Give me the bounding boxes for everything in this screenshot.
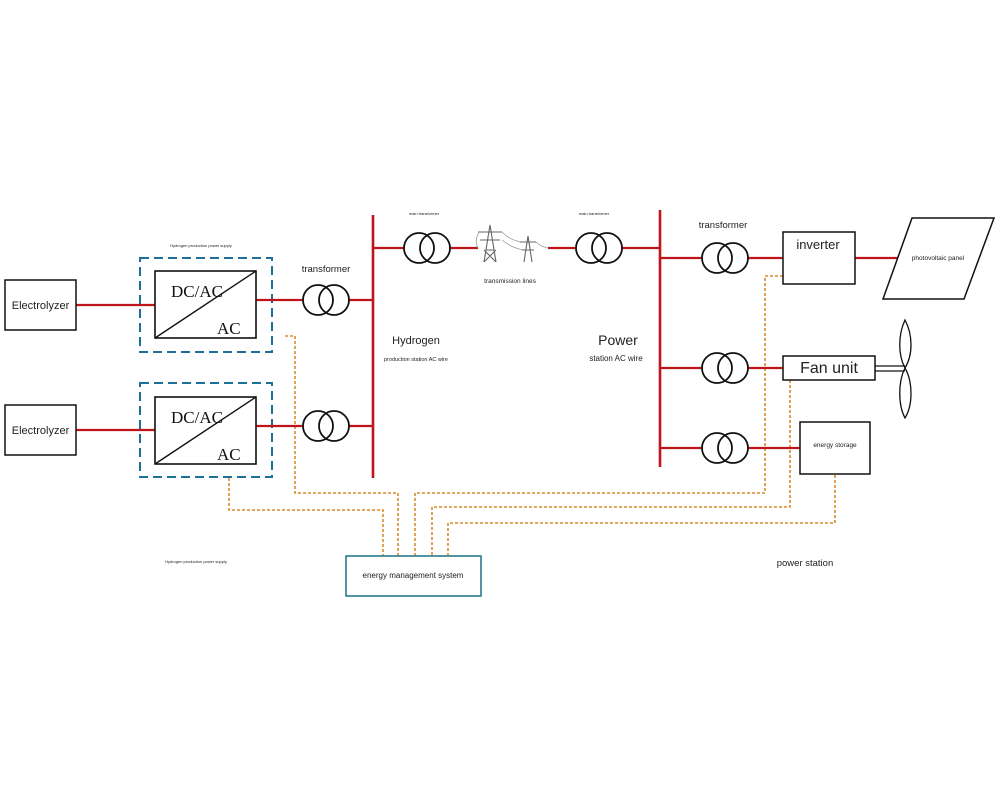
power-station-label: power station	[777, 558, 834, 569]
main-transformer-left-label: main transformer	[409, 211, 440, 216]
transmission-tower-icon	[475, 224, 549, 263]
converter-1-top-label: DC/AC	[171, 282, 223, 301]
converter-2-top-label: DC/AC	[171, 408, 223, 427]
transformer-symbol-icon	[403, 232, 451, 264]
ems-label: energy management system	[363, 571, 464, 580]
main-transformer-right-label: main transformer	[579, 211, 610, 216]
transmission-lines-label: transmission lines	[484, 278, 536, 285]
converter-1-bottom-label: AC	[217, 319, 241, 338]
power-transformer-label: transformer	[699, 220, 748, 231]
ems-box	[345, 555, 482, 597]
transformers	[302, 232, 749, 464]
ac-wires	[76, 210, 900, 478]
hydrogen-transformer-label: transformer	[302, 264, 351, 275]
photovoltaic-panel-shape	[881, 217, 996, 300]
transformer-symbol-icon	[701, 352, 749, 384]
inverter-box	[782, 231, 856, 285]
control-wire-supply-1	[228, 478, 384, 556]
photovoltaic-panel-label: photovoltaic panel	[912, 255, 965, 262]
control-wire-fan	[431, 376, 791, 556]
transformer-symbol-icon	[575, 232, 623, 264]
control-wire-storage	[447, 475, 836, 556]
electrolyzer-label-2: Electrolyzer	[12, 425, 70, 437]
hydrogen-bus-title: Hydrogen	[392, 335, 440, 347]
control-wire-inverter	[414, 275, 783, 556]
supply-caption-bottom: Hydrogen production power supply	[165, 559, 227, 564]
transformer-symbol-icon	[302, 410, 350, 442]
converter-2-bottom-label: AC	[217, 445, 241, 464]
electrolyzer-box-1	[4, 279, 77, 331]
energy-storage-label: energy storage	[813, 442, 857, 449]
electrolyzer-label-1: Electrolyzer	[12, 300, 70, 312]
power-bus-subtitle: station AC wire	[589, 354, 643, 363]
electrolyzer-box-2	[4, 404, 77, 456]
supply-caption-top: Hydrogen production power supply	[170, 243, 232, 248]
fan-unit-label: Fan unit	[800, 360, 858, 377]
energy-storage-box	[799, 421, 871, 475]
control-wire-transformer-1	[285, 335, 399, 556]
inverter-label: inverter	[796, 237, 840, 252]
wind-turbine-blade-icon	[899, 318, 912, 420]
transformer-symbol-icon	[701, 432, 749, 464]
transformer-symbol-icon	[302, 284, 350, 316]
fan-unit-box	[782, 355, 876, 381]
control-wires	[228, 275, 836, 556]
hydrogen-bus-subtitle: production station AC wire	[384, 357, 448, 363]
power-bus-title: Power	[598, 332, 638, 348]
transformer-symbol-icon	[701, 242, 749, 274]
